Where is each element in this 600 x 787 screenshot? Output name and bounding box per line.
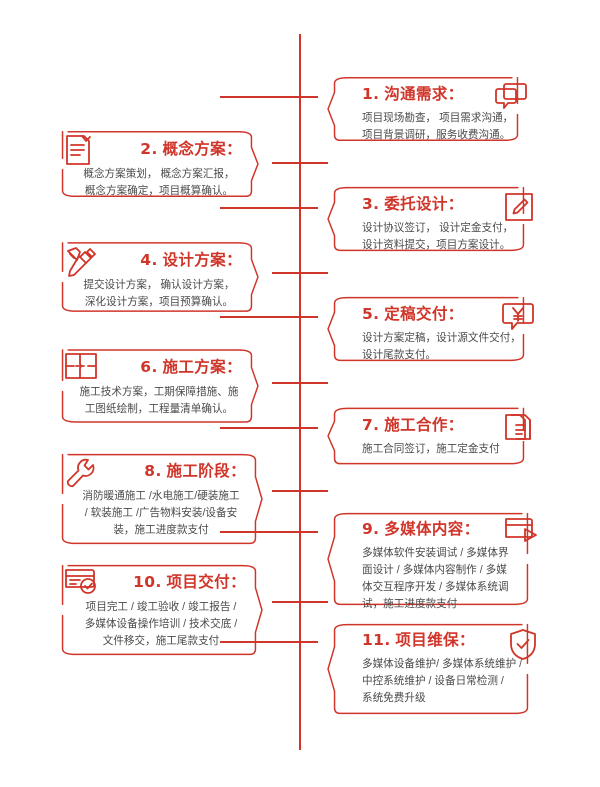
timeline-step-card-9[interactable]: 9. 多媒体内容： 多媒体软件安装调试 / 多媒体界 面设计 / 多媒体内容制作 … bbox=[327, 509, 544, 610]
timeline-tick-6 bbox=[272, 382, 328, 384]
timeline-step-card-1[interactable]: 1. 沟通需求： 项目现场勘查， 项目需求沟通， 项目背景调研，服务收费沟通。 bbox=[327, 74, 534, 144]
step-description-1: 项目现场勘查， 项目需求沟通， 项目背景调研，服务收费沟通。 bbox=[362, 112, 514, 142]
step-description-7: 施工合同签订，施工定金支付 bbox=[362, 443, 500, 455]
timeline-tick-11 bbox=[220, 641, 318, 643]
timeline-step-card-10[interactable]: 10. 项目交付： 项目完工 / 竣工验收 / 竣工报告 / 多媒体设备操作培训 … bbox=[61, 561, 272, 659]
timeline-tick-2 bbox=[272, 162, 328, 164]
timeline-tick-5 bbox=[220, 316, 318, 318]
timeline-step-card-2[interactable]: 2. 概念方案： 概念方案策划， 概念方案汇报， 概念方案确定，项目概算确认。 bbox=[61, 128, 268, 200]
timeline-step-card-7[interactable]: 7. 施工合作： 施工合同签订，施工定金支付 bbox=[327, 405, 540, 467]
step-number-7: 7. bbox=[362, 416, 380, 434]
step-title-5: 5. 定稿交付： bbox=[362, 305, 464, 323]
step-description-11: 多媒体设备维护/ 多媒体系统维护 / 中控系统维护 / 设备日常检测 / 系统免… bbox=[362, 658, 523, 705]
step-title-text-2: 概念方案： bbox=[162, 141, 242, 158]
step-title-text-7: 施工合作： bbox=[384, 417, 464, 434]
step-title-text-3: 委托设计： bbox=[384, 196, 464, 213]
shield-check-icon bbox=[508, 628, 538, 660]
step-title-10: 10. 项目交付： bbox=[133, 573, 246, 591]
floor-plan-icon bbox=[64, 352, 98, 380]
step-description-9: 多媒体软件安装调试 / 多媒体界 面设计 / 多媒体内容制作 / 多媒 体交互程… bbox=[362, 547, 509, 611]
step-title-9: 9. 多媒体内容： bbox=[362, 520, 480, 538]
timeline-tick-7 bbox=[220, 427, 318, 429]
step-title-4: 4. 设计方案： bbox=[140, 251, 242, 269]
timeline-tick-1 bbox=[220, 96, 318, 98]
stacked-documents-icon bbox=[504, 413, 534, 445]
step-title-text-10: 项目交付： bbox=[166, 574, 246, 591]
media-play-icon bbox=[504, 517, 538, 547]
step-title-text-4: 设计方案： bbox=[162, 252, 242, 269]
timeline-tick-9 bbox=[220, 531, 318, 533]
step-description-4: 提交设计方案， 确认设计方案， 深化设计方案，项目预算确认。 bbox=[83, 279, 235, 309]
timeline-tick-4 bbox=[272, 272, 328, 274]
step-description-3: 设计协议签订， 设计定金支付， 设计资料提交，项目方案设计。 bbox=[362, 222, 514, 252]
step-title-1: 1. 沟通需求： bbox=[362, 85, 464, 103]
step-number-10: 10. bbox=[133, 573, 162, 591]
step-title-11: 11. 项目维保： bbox=[362, 631, 475, 649]
step-number-3: 3. bbox=[362, 195, 380, 213]
step-title-text-9: 多媒体内容： bbox=[384, 521, 480, 538]
timeline-step-card-11[interactable]: 11. 项目维保： 多媒体设备维护/ 多媒体系统维护 / 中控系统维护 / 设备日… bbox=[327, 620, 544, 718]
step-description-8: 消防暖通施工 /水电施工/硬装施工 / 软装施工 /广告物料安装/设备安 装，施… bbox=[82, 490, 240, 537]
step-title-text-5: 定稿交付： bbox=[384, 306, 464, 323]
step-number-8: 8. bbox=[144, 462, 162, 480]
step-title-text-1: 沟通需求： bbox=[384, 86, 464, 103]
card-check-icon bbox=[64, 567, 98, 595]
step-number-6: 6. bbox=[140, 358, 158, 376]
pencil-square-icon bbox=[504, 192, 534, 222]
step-title-text-11: 项目维保： bbox=[395, 632, 475, 649]
timeline-step-card-5[interactable]: 5. 定稿交付： 设计方案定稿，设计源文件交付， 设计尾款支付。 bbox=[327, 294, 540, 364]
chat-bubbles-icon bbox=[494, 82, 528, 112]
step-number-9: 9. bbox=[362, 520, 380, 538]
wrench-icon bbox=[64, 456, 96, 488]
step-number-4: 4. bbox=[140, 251, 158, 269]
step-description-5: 设计方案定稿，设计源文件交付， 设计尾款支付。 bbox=[362, 332, 521, 362]
step-number-5: 5. bbox=[362, 305, 380, 323]
yuan-bubble-icon bbox=[502, 302, 534, 332]
timeline-tick-3 bbox=[220, 207, 318, 209]
step-title-2: 2. 概念方案： bbox=[140, 140, 242, 158]
timeline-step-card-6[interactable]: 6. 施工方案： 施工技术方案，工期保障措施、施 工图纸绘制，工程量清单确认。 bbox=[61, 346, 268, 426]
step-description-6: 施工技术方案，工期保障措施、施 工图纸绘制，工程量清单确认。 bbox=[79, 386, 239, 416]
pencil-ruler-icon bbox=[64, 245, 98, 279]
document-check-icon bbox=[64, 134, 92, 166]
step-title-text-6: 施工方案： bbox=[162, 359, 242, 376]
step-title-text-8: 施工阶段： bbox=[166, 463, 246, 480]
timeline-tick-10 bbox=[272, 601, 328, 603]
timeline-step-card-8[interactable]: 8. 施工阶段： 消防暖通施工 /水电施工/硬装施工 / 软装施工 /广告物料安装… bbox=[61, 450, 272, 548]
step-title-8: 8. 施工阶段： bbox=[144, 462, 246, 480]
step-number-1: 1. bbox=[362, 85, 380, 103]
step-description-2: 概念方案策划， 概念方案汇报， 概念方案确定，项目概算确认。 bbox=[83, 168, 235, 198]
timeline-axis bbox=[299, 34, 301, 750]
timeline-tick-8 bbox=[272, 490, 328, 492]
step-description-10: 项目完工 / 竣工验收 / 竣工报告 / 多媒体设备操作培训 / 技术交底 / … bbox=[84, 601, 238, 648]
step-number-2: 2. bbox=[140, 140, 158, 158]
step-title-6: 6. 施工方案： bbox=[140, 358, 242, 376]
step-number-11: 11. bbox=[362, 631, 391, 649]
timeline-step-card-4[interactable]: 4. 设计方案： 提交设计方案， 确认设计方案， 深化设计方案，项目预算确认。 bbox=[61, 239, 268, 315]
timeline-step-card-3[interactable]: 3. 委托设计： 设计协议签订， 设计定金支付， 设计资料提交，项目方案设计。 bbox=[327, 184, 540, 254]
step-title-7: 7. 施工合作： bbox=[362, 416, 464, 434]
step-title-3: 3. 委托设计： bbox=[362, 195, 464, 213]
